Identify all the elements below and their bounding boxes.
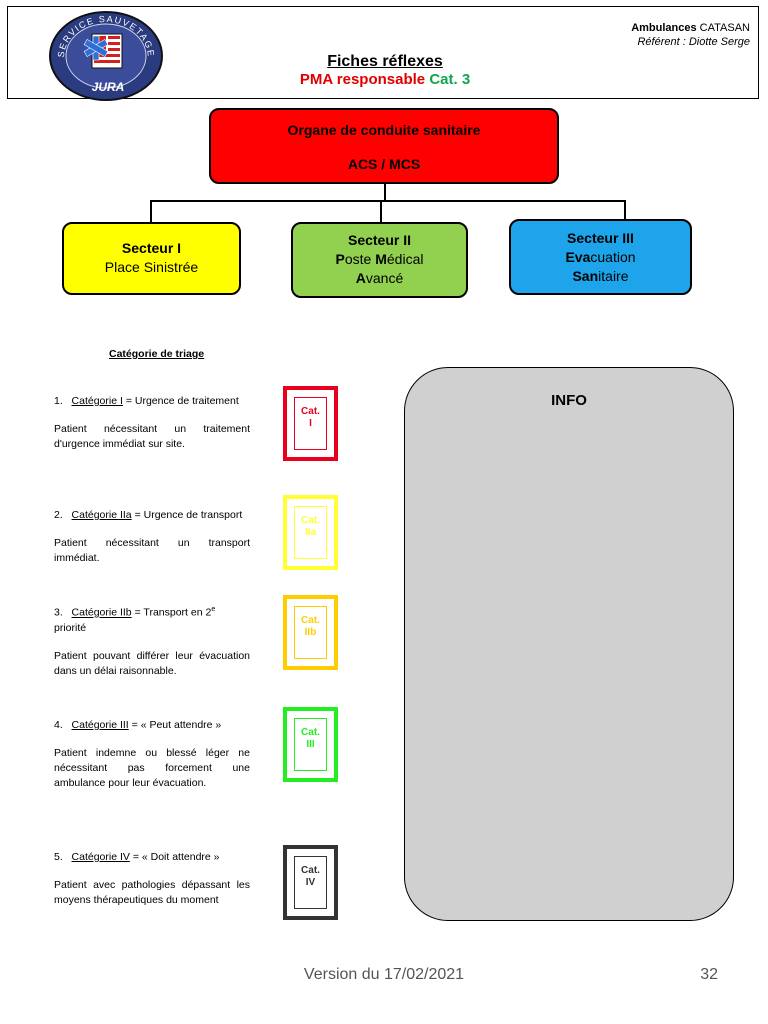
triage-category-5: 5. Catégorie IV = « Doit attendre » Pati… (54, 851, 250, 906)
triage-heading: Catégorie de triage (109, 348, 205, 360)
page-header: SERVICE SAUVETAGE JURA Fiches réflexes P… (7, 6, 759, 101)
sector-3-line-1: Evacuation (565, 249, 636, 265)
page-number: 32 (700, 966, 718, 983)
sector-3-line-2: Sanitaire (572, 268, 629, 284)
service-sauvetage-jura-logo-icon: SERVICE SAUVETAGE JURA (49, 11, 163, 101)
triage-category-2: 2. Catégorie IIa = Urgence de transport … (54, 509, 250, 564)
logo-jura-text: JURA (92, 80, 125, 94)
sector-3-box: Secteur III Evacuation Sanitaire (509, 219, 692, 295)
info-panel: INFO (404, 367, 734, 921)
sector-1-box: Secteur I Place Sinistrée (62, 222, 241, 295)
sector-3-title: Secteur III (567, 230, 634, 246)
version-footer: Version du 17/02/2021 (303, 966, 465, 983)
triage-category-4: 4. Catégorie III = « Peut attendre » Pat… (54, 719, 250, 789)
info-label: INFO (551, 392, 587, 409)
sector-2-box: Secteur II Poste Médical Avancé (291, 222, 468, 298)
org-name: CATASAN (699, 22, 750, 34)
organisation-info: Ambulances CATASAN Référent : Diotte Ser… (631, 21, 750, 49)
sector-2-title: Secteur II (347, 232, 412, 248)
triage-tag-cat-2a: Cat.IIa (283, 495, 338, 570)
org-bold: Ambulances (631, 22, 697, 34)
main-box-line-2: ACS / MCS (347, 156, 421, 172)
sector-2-line-1: Poste Médical (335, 251, 424, 267)
sector-2-line-2: Avancé (355, 270, 404, 286)
triage-category-1: 1. Catégorie I = Urgence de traitement P… (54, 395, 250, 450)
main-box-line-1: Organe de conduite sanitaire (287, 122, 481, 138)
title-line-2: PMA responsable Cat. 3 (299, 71, 471, 88)
title-line-1: Fiches réflexes (327, 53, 443, 70)
triage-tag-cat-3: Cat.III (283, 707, 338, 782)
sector-1-line-1: Place Sinistrée (104, 259, 199, 275)
triage-tag-cat-2b: Cat.IIb (283, 595, 338, 670)
triage-tag-cat-4: Cat.IV (283, 845, 338, 920)
referent: Référent : Diotte Serge (637, 36, 750, 48)
document-title: Fiches réflexes PMA responsable Cat. 3 (8, 53, 758, 88)
org-chart-connectors (150, 184, 626, 223)
org-main-box: Organe de conduite sanitaire ACS / MCS (209, 108, 559, 184)
triage-tag-cat-1: Cat.I (283, 386, 338, 461)
sector-1-title: Secteur I (121, 240, 182, 256)
triage-category-3: 3. Catégorie IIb = Transport en 2e prior… (54, 606, 250, 677)
